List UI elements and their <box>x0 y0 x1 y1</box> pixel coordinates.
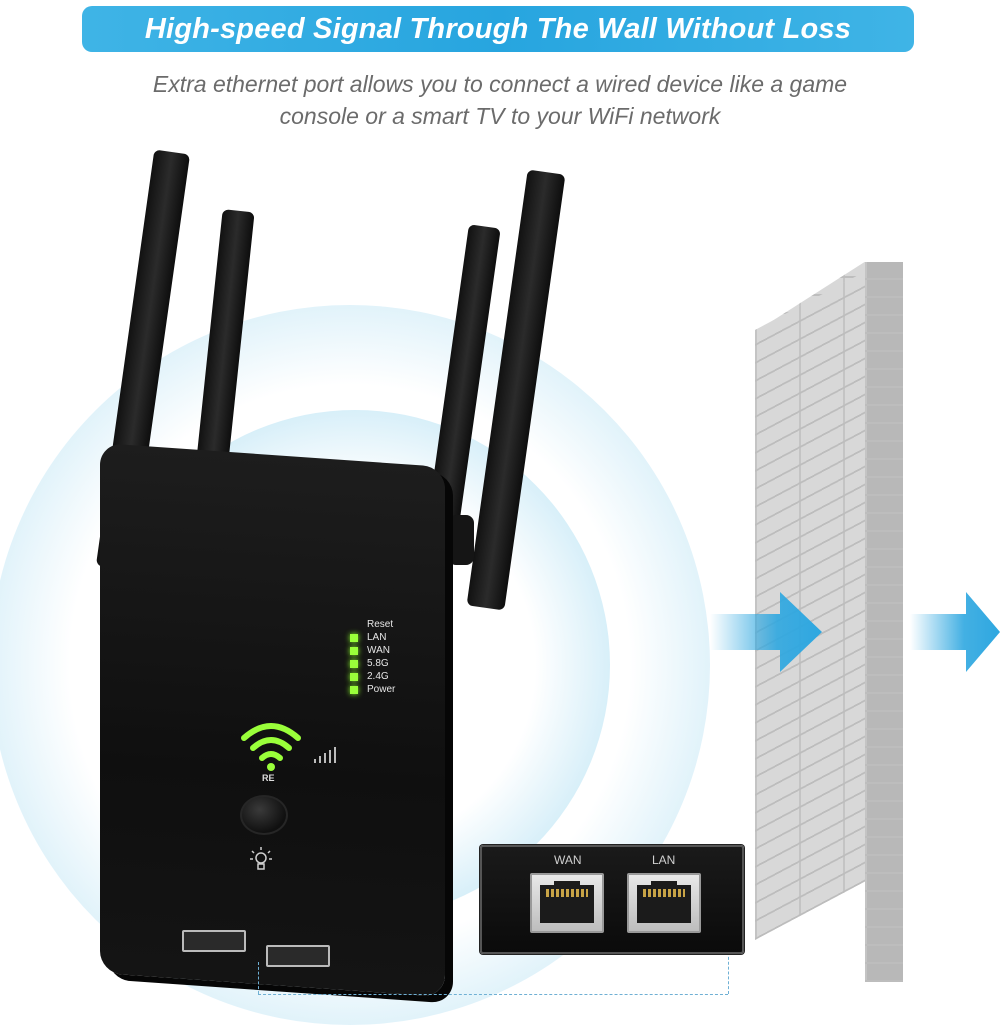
device-wan-port <box>182 930 246 952</box>
title-banner: High-speed Signal Through The Wall Witho… <box>82 6 914 52</box>
wifi-icon <box>241 723 301 771</box>
led-light <box>350 685 358 694</box>
wan-rj45-port <box>530 873 604 933</box>
led-row-5-8g: 5.8G <box>350 657 395 670</box>
wan-port-label: WAN <box>554 853 582 867</box>
device-lan-port <box>266 945 330 967</box>
led-light <box>350 659 358 668</box>
dashed-connector-line <box>258 962 259 994</box>
led-row-power: Power <box>350 683 395 696</box>
subtitle-line-1: Extra ethernet port allows you to connec… <box>152 71 848 97</box>
brick-wall-side <box>865 262 903 982</box>
ports-callout: WAN LAN <box>480 845 744 954</box>
led-row-reset: Reset <box>350 618 395 631</box>
led-light <box>350 646 358 655</box>
led-row-2-4g: 2.4G <box>350 670 395 683</box>
subtitle-line-2: console or a smart TV to your WiFi netwo… <box>279 103 721 129</box>
led-light <box>350 672 358 681</box>
led-row-lan: LAN <box>350 631 395 644</box>
arrow-right-icon <box>710 592 822 672</box>
led-label: 5.8G <box>367 658 389 669</box>
led-label: LAN <box>367 632 387 643</box>
led-indicator-panel: Reset LAN WAN 5.8G 2.4G Power <box>350 618 395 696</box>
led-light <box>350 633 358 642</box>
signal-bars-icon <box>314 747 336 763</box>
dashed-connector-line <box>258 994 728 995</box>
wps-button[interactable] <box>240 795 288 835</box>
re-mode-label: RE <box>262 773 275 783</box>
antenna-joint-right <box>448 515 474 565</box>
dashed-connector-line <box>728 952 729 994</box>
page-title: High-speed Signal Through The Wall Witho… <box>144 12 852 45</box>
lan-rj45-port <box>627 873 701 933</box>
led-row-wan: WAN <box>350 644 395 657</box>
led-label: WAN <box>367 645 390 656</box>
led-label: 2.4G <box>367 671 389 682</box>
lan-port-label: LAN <box>652 853 676 867</box>
subtitle: Extra ethernet port allows you to connec… <box>60 68 940 132</box>
led-label: Reset <box>367 619 394 630</box>
led-label: Power <box>367 684 396 695</box>
bulb-icon <box>250 847 272 870</box>
arrow-right-icon <box>910 592 1000 672</box>
